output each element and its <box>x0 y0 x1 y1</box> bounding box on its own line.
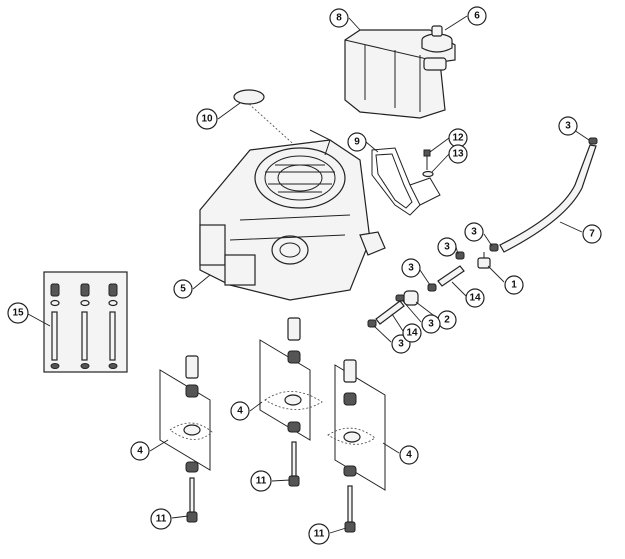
mount-bolt-center[interactable] <box>288 441 300 487</box>
fuel-tap[interactable] <box>477 252 491 269</box>
svg-text:8: 8 <box>336 13 342 24</box>
svg-text:11: 11 <box>256 476 267 487</box>
svg-text:3: 3 <box>471 227 477 238</box>
hose-clip-top[interactable] <box>588 137 598 145</box>
fuel-filter[interactable] <box>395 290 419 306</box>
callout-14: 14 <box>402 323 422 343</box>
callout-11: 11 <box>308 523 330 545</box>
svg-text:15: 15 <box>12 308 24 319</box>
mount-assembly-right[interactable] <box>327 359 386 491</box>
svg-text:14: 14 <box>469 293 481 304</box>
svg-text:11: 11 <box>314 529 325 540</box>
callout-3: 3 <box>421 314 441 334</box>
mount-bolt-left[interactable] <box>186 477 198 523</box>
callout-3: 3 <box>437 237 457 257</box>
callout-1: 1 <box>504 275 524 295</box>
bracket-screw[interactable] <box>423 149 431 170</box>
svg-text:12: 12 <box>452 133 464 144</box>
callout-8: 8 <box>329 8 349 28</box>
tank-bracket[interactable] <box>371 147 441 216</box>
short-hose-upper[interactable] <box>437 265 465 287</box>
svg-text:7: 7 <box>589 229 595 240</box>
callout-5: 5 <box>173 279 193 299</box>
callout-4: 4 <box>230 401 250 421</box>
svg-text:3: 3 <box>444 242 450 253</box>
callout-3: 3 <box>401 258 421 278</box>
callout-14: 14 <box>465 288 485 308</box>
mount-bolt-right[interactable] <box>344 485 356 533</box>
svg-text:4: 4 <box>406 450 412 461</box>
callout-11: 11 <box>150 508 172 530</box>
hose-clip-2[interactable] <box>455 251 465 260</box>
svg-text:11: 11 <box>156 514 167 525</box>
fuel-hose[interactable] <box>499 144 597 253</box>
callout-4: 4 <box>130 441 150 461</box>
svg-text:2: 2 <box>444 315 450 326</box>
callout-4: 4 <box>399 445 419 465</box>
svg-text:9: 9 <box>354 137 360 148</box>
svg-text:14: 14 <box>406 328 418 339</box>
svg-text:4: 4 <box>137 446 143 457</box>
callout-11: 11 <box>250 470 272 492</box>
svg-text:3: 3 <box>565 121 571 132</box>
bolt-kit-box[interactable] <box>43 271 128 373</box>
callout-12: 12 <box>448 128 468 148</box>
mount-assembly-left[interactable] <box>159 355 213 473</box>
fuel-cap[interactable] <box>421 25 453 53</box>
callout-6: 6 <box>467 6 487 26</box>
callout-9: 9 <box>347 132 367 152</box>
callout-3: 3 <box>464 222 484 242</box>
svg-text:3: 3 <box>408 263 414 274</box>
svg-text:10: 10 <box>201 114 213 125</box>
callout-13: 13 <box>448 144 468 164</box>
short-hose-lower[interactable] <box>375 300 405 325</box>
hose-clip-4[interactable] <box>367 319 377 328</box>
svg-text:5: 5 <box>180 284 186 295</box>
svg-text:3: 3 <box>428 319 434 330</box>
callout-2: 2 <box>437 310 457 330</box>
callout-15: 15 <box>7 302 29 324</box>
svg-text:13: 13 <box>452 149 464 160</box>
engine[interactable] <box>199 129 386 301</box>
callout-3: 3 <box>558 116 578 136</box>
callout-10: 10 <box>196 108 218 130</box>
svg-text:4: 4 <box>237 406 243 417</box>
svg-text:6: 6 <box>474 11 480 22</box>
bracket-washer[interactable] <box>422 170 434 178</box>
air-filter-gasket[interactable] <box>233 89 265 105</box>
svg-text:1: 1 <box>511 280 517 291</box>
mount-assembly-center[interactable] <box>259 317 323 441</box>
svg-text:3: 3 <box>398 339 404 350</box>
callout-7: 7 <box>582 224 602 244</box>
hose-clip-3[interactable] <box>427 283 437 292</box>
fuel-tank[interactable] <box>344 29 456 119</box>
